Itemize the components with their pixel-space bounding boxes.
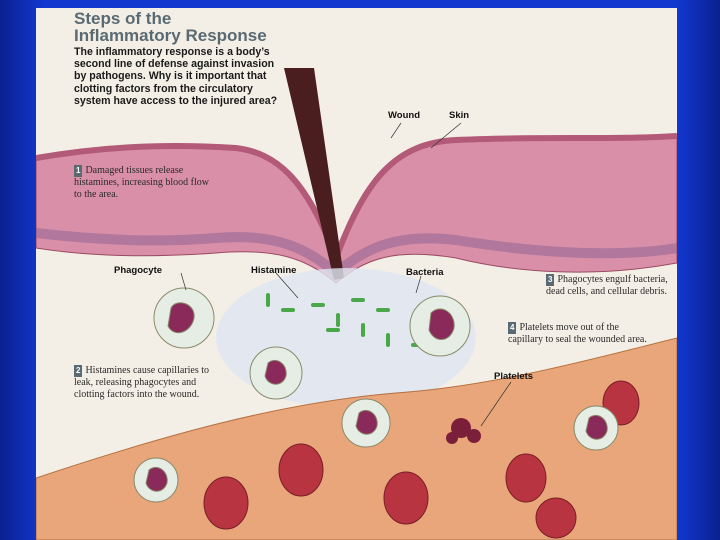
page-title: Steps of the Inflammatory Response <box>74 10 267 44</box>
step-1-number: 1 <box>74 165 82 177</box>
step-2-text: Histamines cause capillaries to leak, re… <box>74 365 209 400</box>
step-4-number: 4 <box>508 322 516 334</box>
intro-text: The inflammatory response is a body’s se… <box>74 46 289 107</box>
step-1-text: Damaged tissues release histamines, incr… <box>74 165 209 200</box>
step-3-number: 3 <box>546 274 554 286</box>
histamine-label: Histamine <box>251 265 296 276</box>
step-4-text: Platelets move out of the capillary to s… <box>508 322 647 345</box>
phagocyte-label: Phagocyte <box>114 265 162 276</box>
skin-label: Skin <box>449 110 469 121</box>
wound-label: Wound <box>388 110 420 121</box>
step-3-text: Phagocytes engulf bacteria, dead cells, … <box>546 274 668 297</box>
title-line-1: Steps of the <box>74 10 267 27</box>
bacteria-label: Bacteria <box>406 267 444 278</box>
diagram-page: Steps of the Inflammatory Response The i… <box>36 8 677 540</box>
title-line-2: Inflammatory Response <box>74 27 267 44</box>
platelets-label: Platelets <box>494 371 533 382</box>
step-2-number: 2 <box>74 365 82 377</box>
